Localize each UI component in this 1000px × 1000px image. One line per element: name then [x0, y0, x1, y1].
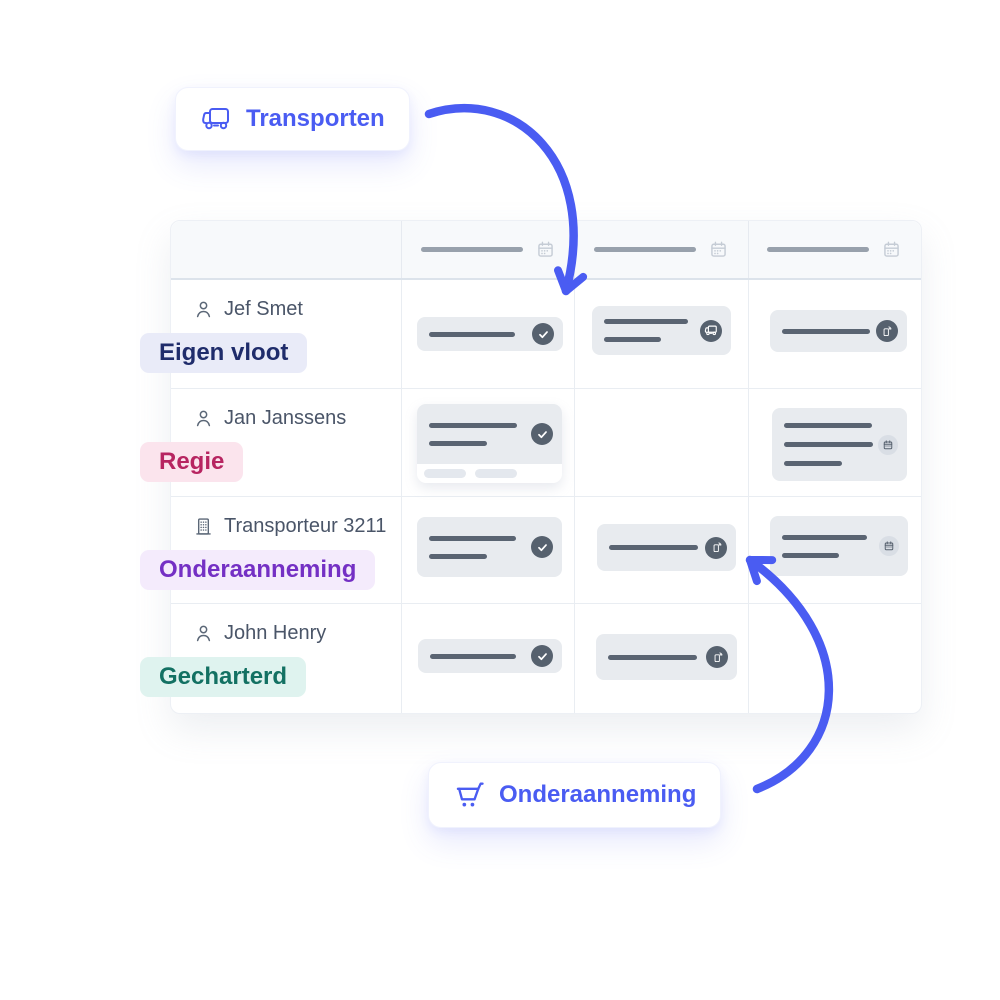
phone-icon: [706, 646, 729, 668]
planning-cell: [401, 497, 574, 603]
calendar-icon: [878, 536, 899, 556]
transport-card[interactable]: [597, 524, 737, 571]
resource-cell-jan-janssens: Jan Janssens Regie: [140, 389, 401, 496]
planning-table: Jef Smet Eigen vloot: [140, 220, 922, 714]
check-icon: [531, 423, 553, 445]
resource-name: John Henry: [224, 622, 327, 644]
category-badge-eigen-vloot: Eigen vloot: [140, 333, 308, 374]
person-icon: [196, 410, 211, 427]
transport-card[interactable]: [769, 516, 908, 576]
card-footer: [417, 464, 562, 483]
planning-cell: [401, 389, 574, 496]
planning-cell: [401, 604, 574, 713]
planning-cell: [574, 497, 747, 603]
transporten-button[interactable]: Transporten: [175, 87, 410, 151]
check-icon: [531, 645, 553, 667]
check-icon: [532, 323, 554, 345]
resource-cell-jef-smet: Jef Smet Eigen vloot: [140, 280, 401, 388]
onderaanneming-label: Onderaanneming: [499, 781, 697, 808]
header-corner-cell: [171, 221, 401, 278]
planning-cell-empty: [574, 389, 747, 496]
header-date-cell-3[interactable]: [747, 221, 921, 278]
resource-name: Transporteur 3211: [224, 515, 387, 537]
date-placeholder-line: [420, 247, 523, 252]
category-badge-regie: Regie: [140, 442, 244, 483]
phone-icon: [705, 536, 728, 559]
person-icon: [196, 625, 211, 642]
calendar-icon: [884, 241, 900, 257]
transport-card[interactable]: [771, 408, 907, 481]
cart-icon: [456, 782, 484, 807]
table-row: Jan Janssens Regie: [140, 388, 921, 496]
transport-card[interactable]: [417, 317, 563, 351]
resource-cell-john-henry: John Henry Gecharterd: [140, 604, 401, 713]
truck-icon: [700, 319, 723, 342]
resource-name: Jef Smet: [224, 298, 303, 320]
transport-card[interactable]: [769, 310, 907, 352]
planning-cell: [747, 389, 921, 496]
transport-card[interactable]: [417, 517, 562, 577]
building-icon: [196, 518, 211, 535]
person-icon: [196, 301, 211, 318]
transport-card-with-footer[interactable]: [417, 404, 562, 483]
planning-cell: [574, 604, 747, 713]
phone-icon: [875, 320, 898, 342]
transporten-label: Transporten: [246, 105, 385, 132]
date-placeholder-line: [593, 247, 696, 252]
header-date-cell-2[interactable]: [574, 221, 747, 278]
onderaanneming-button[interactable]: Onderaanneming: [428, 762, 722, 828]
transport-card[interactable]: [596, 634, 738, 680]
category-badge-gecharterd: Gecharterd: [140, 657, 307, 698]
table-row: Transporteur 3211 Onderaanneming: [140, 496, 921, 603]
transport-card[interactable]: [418, 639, 562, 673]
planning-cell: [401, 280, 574, 388]
planning-cell: [747, 280, 921, 388]
table-row: John Henry Gecharterd: [140, 603, 921, 713]
planning-cell: [574, 280, 747, 388]
truck-icon: [202, 108, 229, 130]
tag-pill: [475, 469, 517, 478]
calendar-icon: [711, 241, 726, 257]
header-date-cell-1[interactable]: [401, 221, 574, 278]
check-icon: [531, 536, 553, 558]
category-badge-onderaanneming: Onderaanneming: [140, 550, 376, 591]
resource-cell-transporteur-3211: Transporteur 3211 Onderaanneming: [140, 497, 401, 603]
planning-cell: [747, 497, 921, 603]
table-header-row: [171, 221, 921, 280]
planning-cell-empty: [747, 604, 921, 713]
resource-name: Jan Janssens: [224, 407, 347, 429]
table-row: Jef Smet Eigen vloot: [140, 280, 921, 388]
date-placeholder-line: [767, 247, 870, 252]
calendar-icon: [537, 241, 553, 257]
transport-card[interactable]: [592, 306, 732, 355]
tag-pill: [424, 469, 466, 478]
calendar-icon: [877, 434, 898, 455]
